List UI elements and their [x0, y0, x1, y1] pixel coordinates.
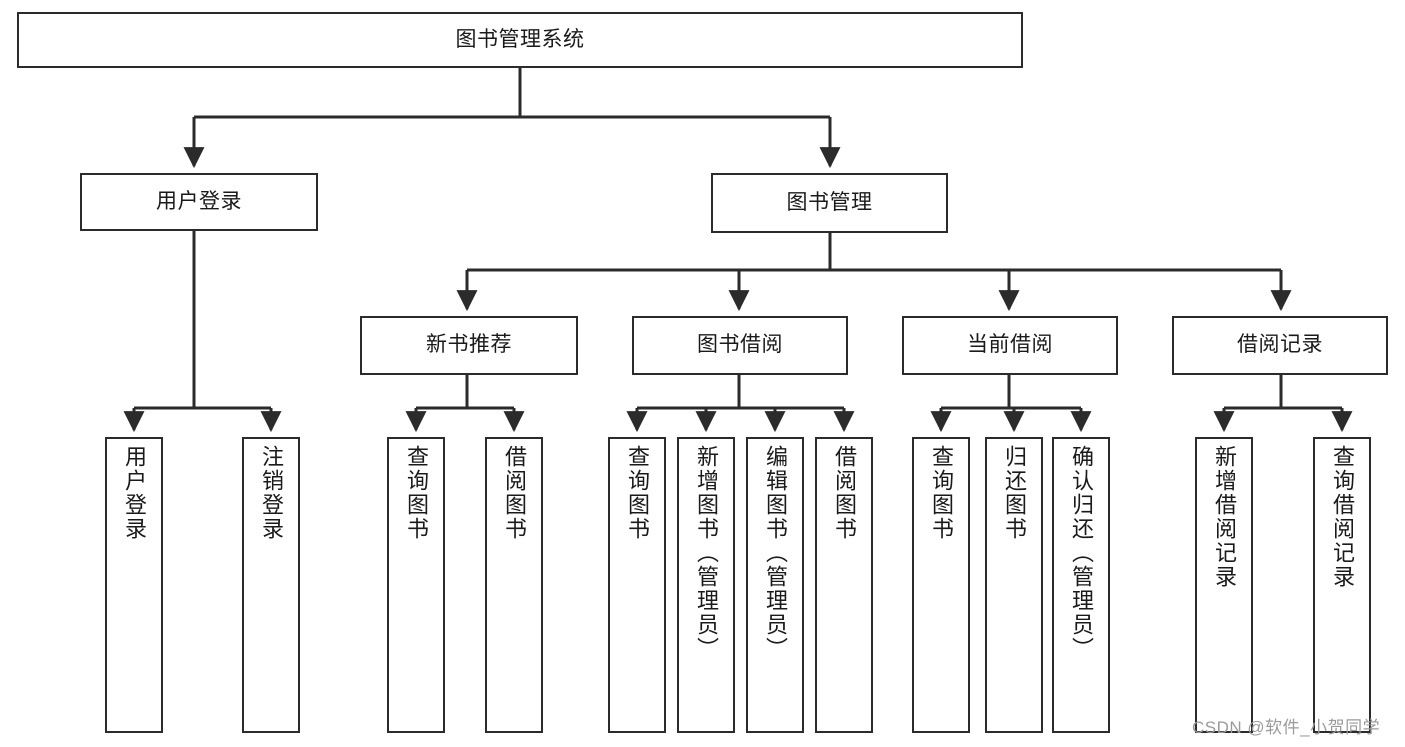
node-new-book-rec[interactable]: 新书推荐: [360, 316, 578, 375]
node-label-leaf-confirm-return: 确认归还（管理员）: [1069, 445, 1094, 661]
node-label-leaf-query-book-1: 查询图书: [404, 445, 429, 541]
node-label-leaf-user-login: 用户登录: [122, 445, 147, 541]
node-label-leaf-add-record: 新增借阅记录: [1212, 445, 1237, 589]
node-leaf-edit-book[interactable]: 编辑图书（管理员）: [746, 437, 804, 733]
node-borrow-record[interactable]: 借阅记录: [1172, 316, 1388, 375]
node-label-leaf-user-logout: 注销登录: [259, 445, 284, 541]
node-current-borrow[interactable]: 当前借阅: [902, 316, 1118, 375]
watermark: CSDN @软件_小贺同学: [1192, 718, 1381, 737]
node-book-manage[interactable]: 图书管理: [711, 173, 948, 233]
node-label-leaf-edit-book: 编辑图书（管理员）: [763, 445, 788, 661]
node-leaf-add-book[interactable]: 新增图书（管理员）: [677, 437, 735, 733]
node-leaf-confirm-return[interactable]: 确认归还（管理员）: [1052, 437, 1110, 733]
node-label-leaf-return-book: 归还图书: [1002, 445, 1027, 541]
node-leaf-borrow-book-1[interactable]: 借阅图书: [485, 437, 543, 733]
node-label-new-book-rec: 新书推荐: [426, 333, 512, 357]
node-leaf-add-record[interactable]: 新增借阅记录: [1195, 437, 1253, 733]
node-leaf-return-book[interactable]: 归还图书: [985, 437, 1043, 733]
node-label-leaf-query-record: 查询借阅记录: [1330, 445, 1355, 589]
node-label-leaf-query-book-3: 查询图书: [929, 445, 954, 541]
node-label-current-borrow: 当前借阅: [967, 333, 1053, 357]
node-label-user-login: 用户登录: [156, 189, 242, 213]
node-leaf-user-login[interactable]: 用户登录: [105, 437, 163, 733]
node-leaf-query-record[interactable]: 查询借阅记录: [1313, 437, 1371, 733]
node-leaf-query-book-3[interactable]: 查询图书: [912, 437, 970, 733]
node-leaf-query-book-1[interactable]: 查询图书: [387, 437, 445, 733]
node-label-root: 图书管理系统: [455, 27, 585, 51]
node-leaf-user-logout[interactable]: 注销登录: [242, 437, 300, 733]
node-root[interactable]: 图书管理系统: [17, 12, 1023, 68]
node-leaf-query-book-2[interactable]: 查询图书: [608, 437, 666, 733]
node-label-leaf-add-book: 新增图书（管理员）: [694, 445, 719, 661]
node-label-leaf-borrow-book-1: 借阅图书: [502, 445, 527, 541]
node-label-leaf-query-book-2: 查询图书: [625, 445, 650, 541]
node-label-leaf-borrow-book-2: 借阅图书: [832, 445, 857, 541]
node-leaf-borrow-book-2[interactable]: 借阅图书: [815, 437, 873, 733]
node-user-login[interactable]: 用户登录: [80, 173, 318, 231]
node-label-book-borrow: 图书借阅: [697, 333, 783, 357]
node-label-borrow-record: 借阅记录: [1237, 333, 1323, 357]
node-book-borrow[interactable]: 图书借阅: [632, 316, 848, 375]
node-label-book-manage: 图书管理: [786, 190, 873, 214]
